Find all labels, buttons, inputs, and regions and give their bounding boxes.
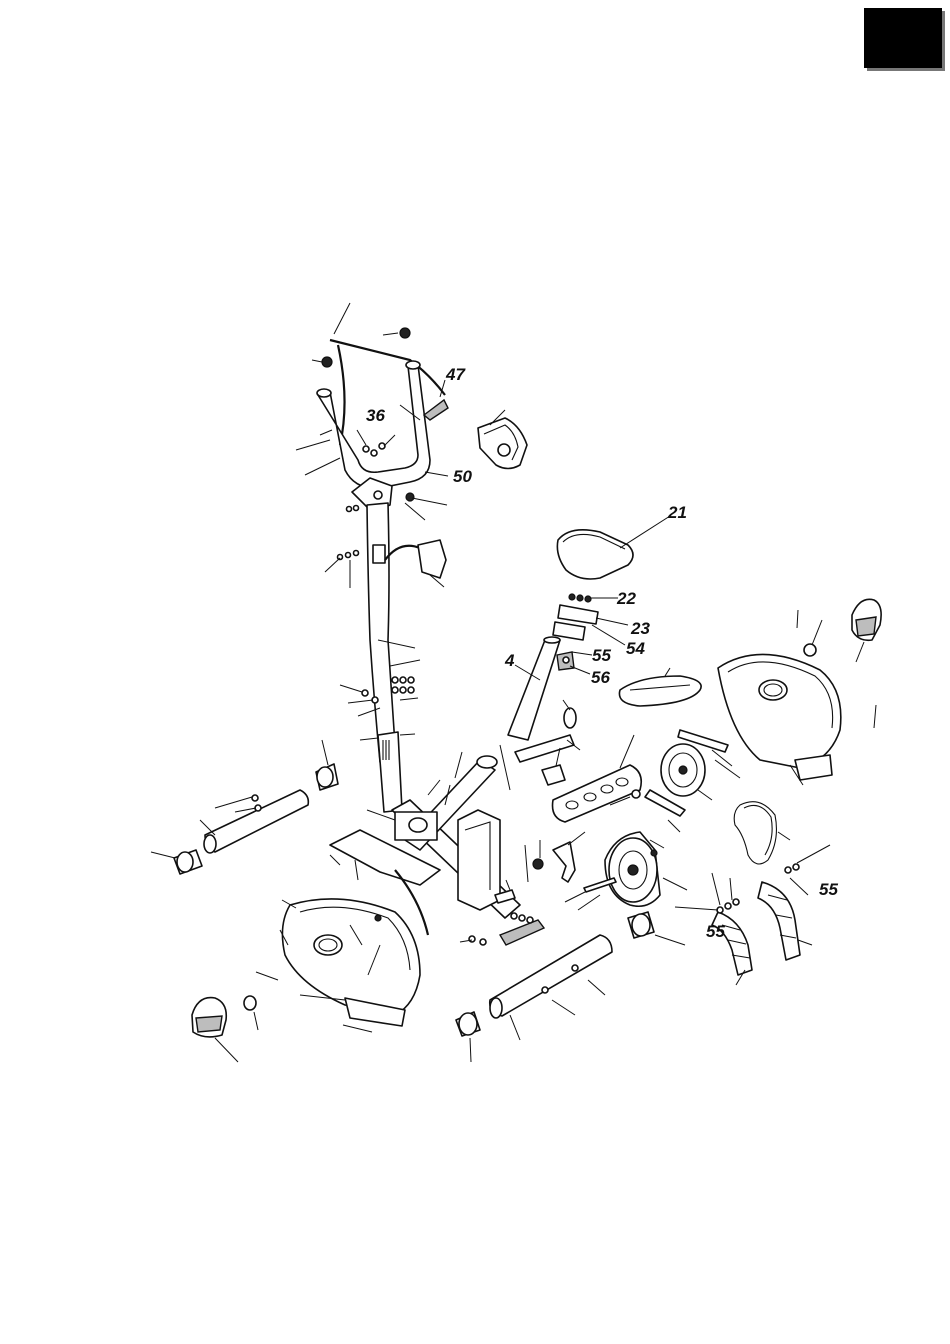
front-post bbox=[325, 478, 447, 762]
callout-55-brake-left: 55 bbox=[706, 922, 725, 941]
bracket bbox=[495, 832, 585, 903]
callout-54: 54 bbox=[626, 639, 645, 658]
flywheel bbox=[605, 832, 687, 906]
pulley-wheel bbox=[661, 744, 712, 800]
right-side-cover bbox=[718, 610, 876, 785]
callout-47: 47 bbox=[445, 365, 466, 384]
left-side-cover bbox=[256, 899, 420, 1032]
flywheel-axle bbox=[565, 878, 616, 910]
seat-cushion-cover bbox=[619, 668, 701, 706]
left-pedal bbox=[192, 996, 258, 1062]
handlebar-assembly bbox=[296, 303, 448, 488]
callout-22: 22 bbox=[616, 589, 636, 608]
callout-21: 21 bbox=[667, 503, 687, 522]
column-sleeve bbox=[360, 732, 415, 812]
callout-labels: 47 36 50 21 22 23 54 4 55 56 55 55 bbox=[366, 365, 838, 941]
callout-56: 56 bbox=[591, 668, 610, 687]
callout-50: 50 bbox=[453, 467, 472, 486]
drive-belt bbox=[734, 802, 790, 864]
magnet-brake bbox=[675, 845, 830, 985]
callout-23: 23 bbox=[630, 619, 650, 638]
callout-55-seat: 55 bbox=[592, 646, 611, 665]
callout-55-brake-right: 55 bbox=[819, 880, 838, 899]
callout-36: 36 bbox=[366, 406, 385, 425]
console-housing bbox=[478, 410, 527, 469]
front-stabilizer bbox=[151, 740, 338, 874]
callout-4: 4 bbox=[504, 651, 515, 670]
right-pedal bbox=[852, 599, 881, 662]
rear-stabilizer bbox=[456, 912, 685, 1062]
